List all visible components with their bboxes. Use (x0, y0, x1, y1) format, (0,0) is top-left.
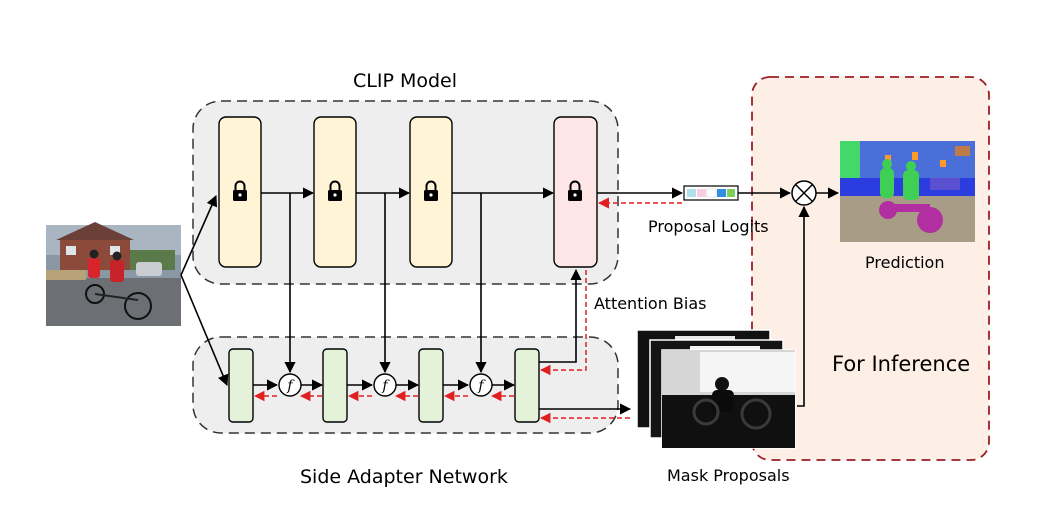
prediction-image (840, 141, 975, 242)
mask-proposals-label: Mask Proposals (667, 466, 790, 485)
for-inference-label: For Inference (832, 352, 971, 376)
adapter-block-2 (322, 348, 348, 423)
adapter-block-1 (228, 348, 254, 423)
adapter-block-3 (418, 348, 444, 423)
clip-model-title: CLIP Model (353, 70, 457, 92)
side-adapter-network-title: Side Adapter Network (300, 466, 508, 488)
fusion-label: f (381, 378, 390, 394)
attention-bias-label: Attention Bias (594, 294, 707, 313)
fusion-label: f (286, 378, 295, 394)
proposal-logits-bar (683, 185, 739, 201)
prediction-label: Prediction (865, 253, 945, 272)
mask-proposals-stack (636, 329, 796, 449)
fusion-label: f (477, 378, 486, 394)
input-image (46, 222, 181, 326)
adapter-block-4 (514, 348, 540, 423)
multiply-circle-icon (791, 180, 817, 206)
proposal-logits-label: Proposal Logits (648, 217, 769, 236)
